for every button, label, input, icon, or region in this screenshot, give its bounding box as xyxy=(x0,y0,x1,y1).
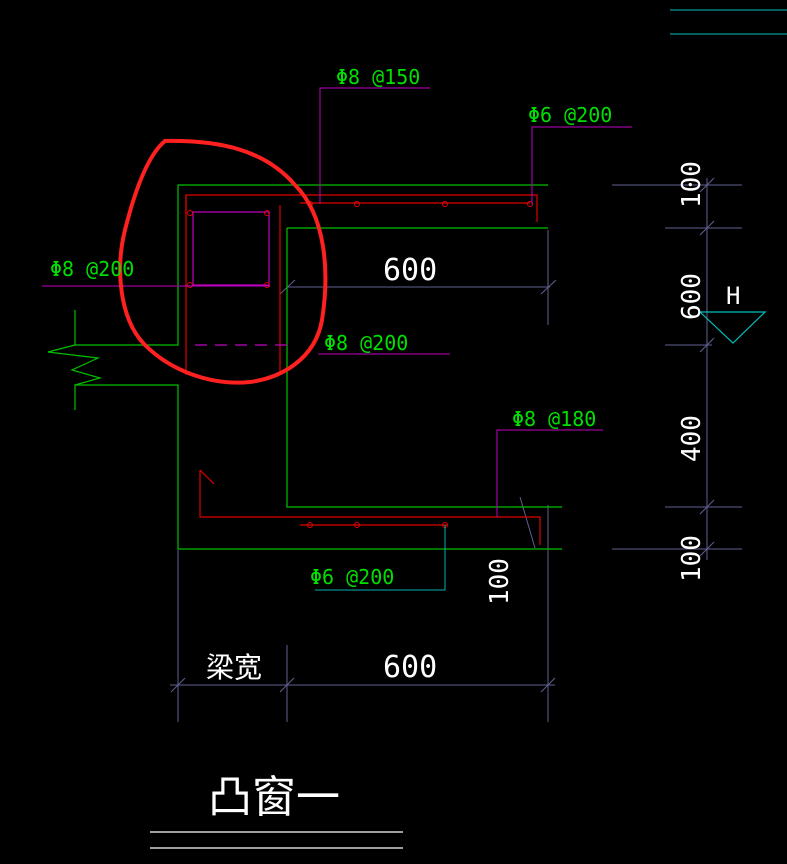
dim-vert-mid2: 400 xyxy=(677,415,707,462)
label-middle-rebar: Φ8 @200 xyxy=(324,331,408,355)
label-top-slab-rebar: Φ8 @150 xyxy=(336,65,420,89)
concrete-outline xyxy=(47,184,562,550)
beam-stirrup xyxy=(192,211,290,346)
label-bottom-slab-rebar: Φ6 @200 xyxy=(310,565,394,589)
highlight-circle xyxy=(118,138,328,385)
drawing-title: 凸窗一 xyxy=(208,772,340,823)
leader-lines-cyan xyxy=(315,525,446,591)
dim-top-width: 600 xyxy=(383,253,437,288)
dim-vert-mid1: 600 xyxy=(677,273,707,320)
title-underline xyxy=(150,831,403,849)
dim-vert-top: 100 xyxy=(677,161,707,208)
dim-bottom-width: 600 xyxy=(383,650,437,685)
elevation-label: H xyxy=(726,282,740,310)
dim-bottom-thickness: 100 xyxy=(485,558,515,605)
dimension-lines xyxy=(170,177,742,722)
rebar-dots xyxy=(187,201,533,528)
leader-lines-magenta xyxy=(42,87,632,517)
label-top-right-rebar: Φ6 @200 xyxy=(528,103,612,127)
title-frame-top-right xyxy=(670,9,787,35)
label-bottom-right-rebar: Φ8 @180 xyxy=(512,407,596,431)
rebar-lines xyxy=(185,194,541,545)
dim-beam-width: 梁宽 xyxy=(206,651,262,684)
label-beam-left-rebar: Φ8 @200 xyxy=(50,257,134,281)
dim-vert-bottom: 100 xyxy=(677,535,707,582)
elevation-marker xyxy=(699,311,767,344)
